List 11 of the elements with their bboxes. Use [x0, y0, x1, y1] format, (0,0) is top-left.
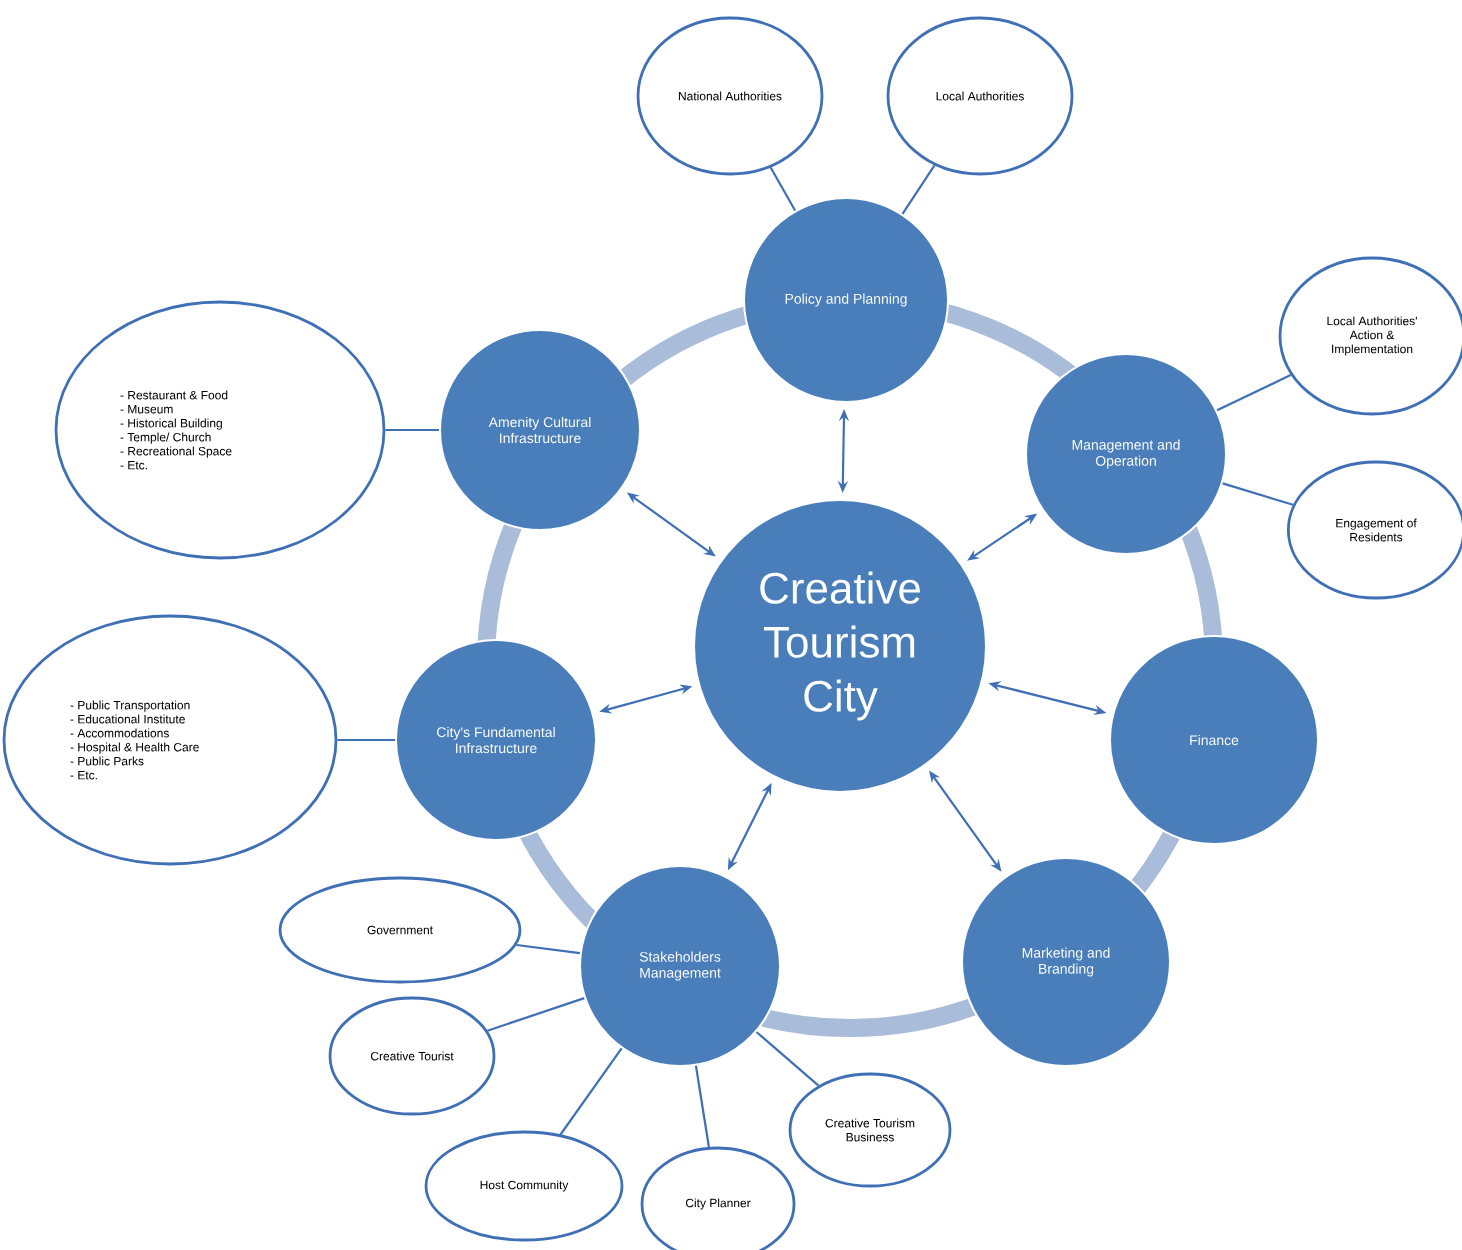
connector-line [769, 166, 797, 212]
connector-line [516, 943, 580, 955]
connector-line [901, 164, 936, 215]
connector-line [487, 997, 585, 1032]
connector-line [755, 1031, 820, 1087]
connector-line [1216, 374, 1292, 412]
connector-line [1222, 482, 1294, 506]
connector-line [385, 428, 439, 432]
connector-line [559, 1047, 623, 1136]
connector-line [337, 738, 395, 742]
connector-line [694, 1065, 710, 1148]
